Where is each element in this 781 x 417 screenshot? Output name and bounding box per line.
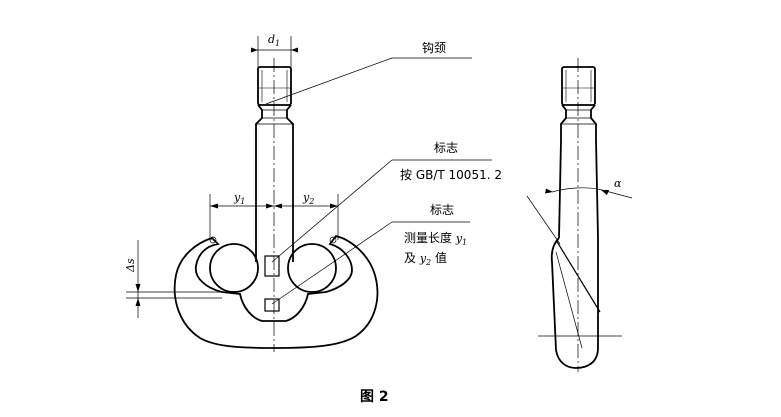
measure-value-label: 及 y2 值: [404, 250, 447, 267]
figure-caption: 图 2: [360, 389, 389, 405]
side-view: [526, 58, 633, 372]
neck-label: 钩颈: [422, 41, 446, 55]
measure-length-label: 测量长度 y1: [404, 230, 467, 247]
mark-label-1: 标志: [434, 141, 458, 155]
y2-label: y2: [302, 191, 314, 206]
alpha-label: α: [614, 177, 622, 190]
front-view: [126, 36, 492, 352]
mark-standard-label: 按 GB/T 10051. 2: [400, 168, 502, 182]
thread-hatch: [258, 70, 291, 102]
y1-label: y1: [233, 191, 245, 206]
delta-s-label: Δs: [124, 258, 137, 273]
d1-label: d1: [268, 33, 280, 48]
mark-label-2: 标志: [430, 203, 454, 217]
